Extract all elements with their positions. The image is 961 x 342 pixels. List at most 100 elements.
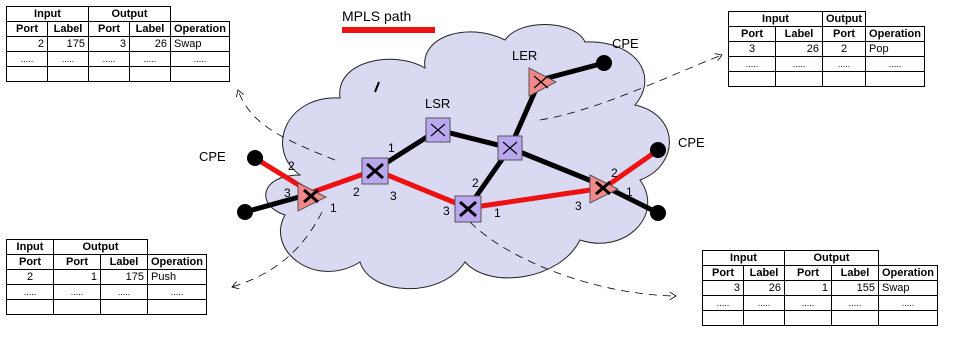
empty-cell [147,239,207,255]
column-header: Port [6,21,48,37]
cell: ..... [743,295,785,311]
group-header: Input [6,6,89,22]
cpe-top-right-label: CPE [612,36,639,51]
table-row: 2 175 3 26 Swap [6,36,230,52]
cell: ..... [6,284,54,300]
cell: 155 [831,280,879,296]
cell: ..... [53,284,101,300]
table-row [6,66,230,82]
label-table-top-right: Input Output Port Label Port Operation 3… [728,11,925,87]
cell: ..... [100,284,148,300]
column-header: Port [88,21,130,37]
cell: 1 [784,280,832,296]
column-header: Port [821,26,867,42]
column-header: Port [53,254,101,270]
cell: 175 [100,269,148,285]
group-header: Output [821,11,867,27]
cell: Pop [865,41,925,57]
cpe-left-label: CPE [199,149,226,164]
cell: 26 [775,41,823,57]
title: MPLS path [342,8,411,24]
ler-top [528,67,558,97]
cell: 3 [702,280,744,296]
port-label: 2 [288,159,295,173]
lsr-mid [497,135,523,161]
arrow-top-right [539,55,722,121]
arrow-bottom-right [469,221,676,296]
group-header: Input [6,239,54,255]
table-row: 3 26 1 155 Swap [702,280,938,296]
cpe-left-top-node [247,150,263,166]
column-header: Operation [878,265,938,281]
port-label: 1 [626,185,633,199]
cpe-left-bottom-node [237,204,253,220]
lsr-label: LSR [425,96,450,111]
column-header: Label [100,254,148,270]
table-row: 3 26 2 Pop [728,41,925,57]
path-segment-2 [372,167,471,211]
lsr-top [425,117,451,143]
cell: Swap [878,280,938,296]
column-header: Label [129,21,171,37]
link-lsr-c-ler-right [507,145,607,189]
network-cloud [265,24,670,290]
column-header: Label [743,265,785,281]
column-header: Label [775,26,823,42]
table-arrows [232,55,722,296]
column-header: Port [6,254,54,270]
port-label: 1 [388,141,395,155]
cell: 26 [743,280,785,296]
port-label: 2 [353,185,360,199]
cell: ..... [47,51,89,67]
cell: 26 [129,36,171,52]
cell: ..... [821,56,867,72]
group-header: Output [88,6,171,22]
ler-right [589,174,620,204]
port-label: 1 [494,206,501,220]
table-row: ..... ..... ..... ..... [6,284,207,300]
group-header: Output [53,239,148,255]
cell: 175 [47,36,89,52]
cpe-right-node [650,142,666,158]
empty-cell [878,250,938,266]
group-header: Input [728,11,823,27]
arrow-bottom-left [232,211,323,287]
cell: Swap [170,36,230,52]
column-header: Operation [147,254,207,270]
port-labels: 2 3 1 1 2 3 2 3 1 2 1 3 [284,141,633,220]
column-header: Label [47,21,89,37]
column-header: Port [728,26,776,42]
lsr-b [454,195,482,223]
cell: 2 [6,36,48,52]
port-label: 3 [284,186,291,200]
table-row: ..... ..... ..... ..... ..... [702,295,938,311]
cell: ..... [170,51,230,67]
cell: ..... [702,295,744,311]
table-row [702,310,938,326]
cell: Push [147,269,207,285]
group-header: Input [702,250,785,266]
lsr-a [361,157,389,185]
cloud-tick [374,81,380,93]
cell: ..... [728,56,776,72]
label-table-top-left: Input Output Port Label Port Label Opera… [6,6,230,82]
label-table-bottom-right: Input Output Port Label Port Label Opera… [702,250,938,326]
cell: 1 [53,269,101,285]
empty-cell [170,6,230,22]
table-row: ..... ..... ..... ..... [728,56,925,72]
cell: ..... [831,295,879,311]
arrow-top-left [238,90,336,161]
cell: ..... [129,51,171,67]
cpe-top-right-node [596,55,612,71]
empty-cell [865,11,925,27]
cell: ..... [88,51,130,67]
path-segment-3 [465,185,607,211]
cpe-right-bottom-node [650,205,666,221]
port-label: 3 [390,189,397,203]
port-label: 3 [575,199,582,213]
column-header: Operation [865,26,925,42]
cell: ..... [865,56,925,72]
link-ler-top-cpe [537,60,607,83]
port-label: 2 [611,166,618,180]
